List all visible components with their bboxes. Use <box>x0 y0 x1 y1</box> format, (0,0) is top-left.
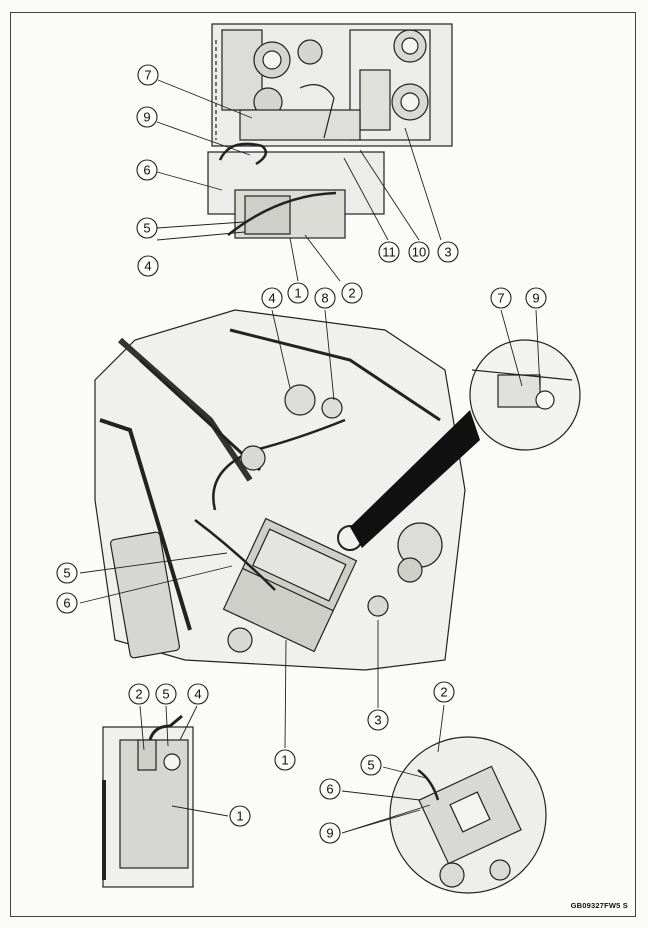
svg-text:1: 1 <box>281 753 288 768</box>
svg-text:9: 9 <box>143 110 150 125</box>
callout-middle-8: 8 <box>314 287 336 309</box>
callout-top-9: 9 <box>136 106 158 128</box>
figure-code: GB09327FW5 S <box>570 901 628 910</box>
callout-bl-1: 1 <box>229 805 251 827</box>
svg-text:6: 6 <box>326 782 333 797</box>
callout-br-6: 6 <box>319 778 341 800</box>
svg-text:4: 4 <box>144 259 151 274</box>
callout-br-9: 9 <box>319 822 341 844</box>
svg-text:2: 2 <box>135 687 142 702</box>
callout-top-7: 7 <box>137 64 159 86</box>
svg-text:1: 1 <box>236 809 243 824</box>
svg-text:5: 5 <box>367 758 374 773</box>
callout-bl-2: 2 <box>128 683 150 705</box>
top-engine-view <box>207 23 453 239</box>
callout-middle-9: 9 <box>525 287 547 309</box>
svg-text:6: 6 <box>143 163 150 178</box>
callout-top-5: 5 <box>136 217 158 239</box>
callout-top-11: 11 <box>378 241 400 263</box>
callout-middle-7: 7 <box>490 287 512 309</box>
svg-text:4: 4 <box>268 291 275 306</box>
callout-middle-4: 4 <box>261 287 283 309</box>
svg-text:1: 1 <box>294 286 301 301</box>
svg-text:4: 4 <box>194 687 201 702</box>
svg-text:5: 5 <box>143 221 150 236</box>
svg-text:9: 9 <box>326 826 333 841</box>
callout-br-2: 2 <box>433 681 455 703</box>
callout-top-3: 3 <box>437 241 459 263</box>
svg-text:3: 3 <box>444 245 451 260</box>
callout-top-10: 10 <box>408 241 430 263</box>
callout-middle-6: 6 <box>56 592 78 614</box>
callout-middle-5: 5 <box>56 562 78 584</box>
svg-text:10: 10 <box>412 245 426 260</box>
callouts-bottom-right: 2 5 6 9 <box>319 681 455 844</box>
callout-bl-4: 4 <box>187 683 209 705</box>
callout-middle-1: 1 <box>274 749 296 771</box>
svg-text:5: 5 <box>63 566 70 581</box>
svg-text:3: 3 <box>374 713 381 728</box>
svg-text:7: 7 <box>497 291 504 306</box>
callout-top-4: 4 <box>137 255 159 277</box>
leader-lines <box>79 79 541 834</box>
bottom-right-detail <box>389 736 547 894</box>
svg-text:2: 2 <box>440 685 447 700</box>
callout-top-1: 1 <box>287 282 309 304</box>
svg-text:6: 6 <box>63 596 70 611</box>
bottom-left-detail <box>102 714 194 888</box>
figure-border <box>10 12 636 917</box>
svg-text:2: 2 <box>348 286 355 301</box>
callout-top-6: 6 <box>136 159 158 181</box>
callouts-middle: 4 8 7 9 5 6 1 3 <box>56 287 547 771</box>
callout-br-5: 5 <box>360 754 382 776</box>
middle-frame-view <box>94 309 581 671</box>
callouts-top: 7 9 6 5 4 1 2 11 10 3 <box>136 64 459 304</box>
svg-text:5: 5 <box>162 687 169 702</box>
callout-top-2: 2 <box>341 282 363 304</box>
svg-text:11: 11 <box>382 245 396 260</box>
svg-text:7: 7 <box>144 68 151 83</box>
callout-middle-3: 3 <box>367 709 389 731</box>
svg-text:8: 8 <box>321 291 328 306</box>
svg-text:9: 9 <box>532 291 539 306</box>
callouts-bottom-left: 2 5 4 1 <box>128 683 251 827</box>
callout-bl-5: 5 <box>155 683 177 705</box>
